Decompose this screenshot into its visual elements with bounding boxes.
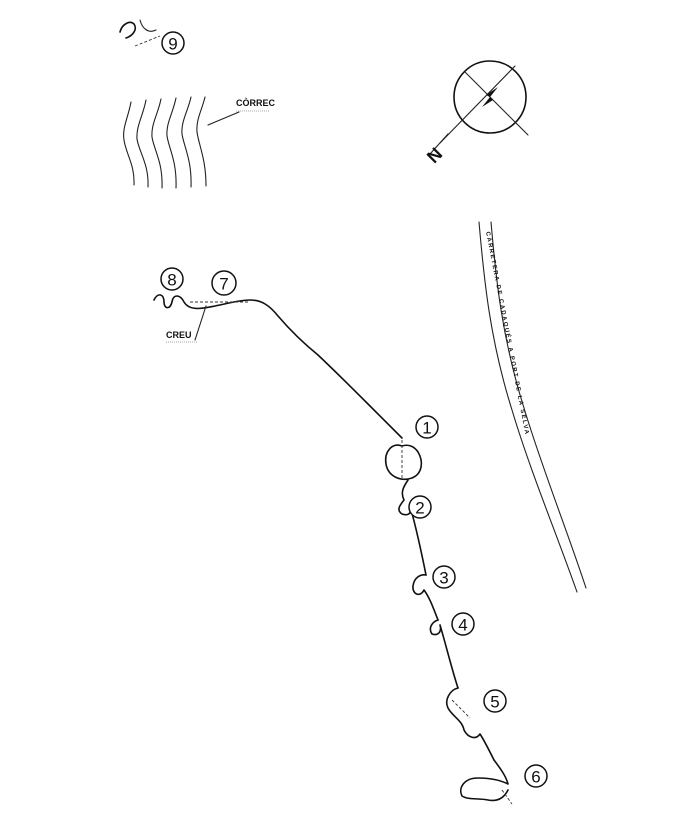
svg-text:9: 9 (168, 35, 177, 54)
svg-text:5: 5 (490, 693, 499, 712)
svg-text:6: 6 (531, 768, 540, 787)
marker-6: 6 (524, 764, 548, 788)
north-arrow-icon: N (423, 60, 529, 167)
north-label: N (423, 144, 446, 167)
marker-3: 3 (432, 565, 456, 589)
svg-text:7: 7 (219, 275, 228, 294)
correc-label: CÒRREC (236, 97, 276, 108)
road: CARRETERA DE CADAQUÉS A PORT DE LA SELVA (478, 221, 587, 593)
svg-text:8: 8 (167, 271, 176, 290)
svg-text:1: 1 (422, 419, 431, 438)
svg-text:4: 4 (458, 616, 467, 635)
svg-text:3: 3 (439, 569, 448, 588)
coastline (153, 294, 513, 805)
marker-4: 4 (451, 612, 475, 636)
creu-label: CREU (166, 330, 192, 340)
marker-9: 9 (161, 31, 185, 55)
marker-1: 1 (415, 415, 439, 439)
feature-9 (119, 19, 161, 47)
svg-text:2: 2 (415, 499, 424, 518)
contour-lines (123, 96, 240, 189)
marker-2: 2 (408, 495, 432, 519)
marker-7: 7 (211, 270, 237, 296)
marker-5: 5 (483, 689, 507, 713)
marker-8: 8 (160, 267, 184, 291)
road-label: CARRETERA DE CADAQUÉS A PORT DE LA SELVA (484, 231, 531, 436)
